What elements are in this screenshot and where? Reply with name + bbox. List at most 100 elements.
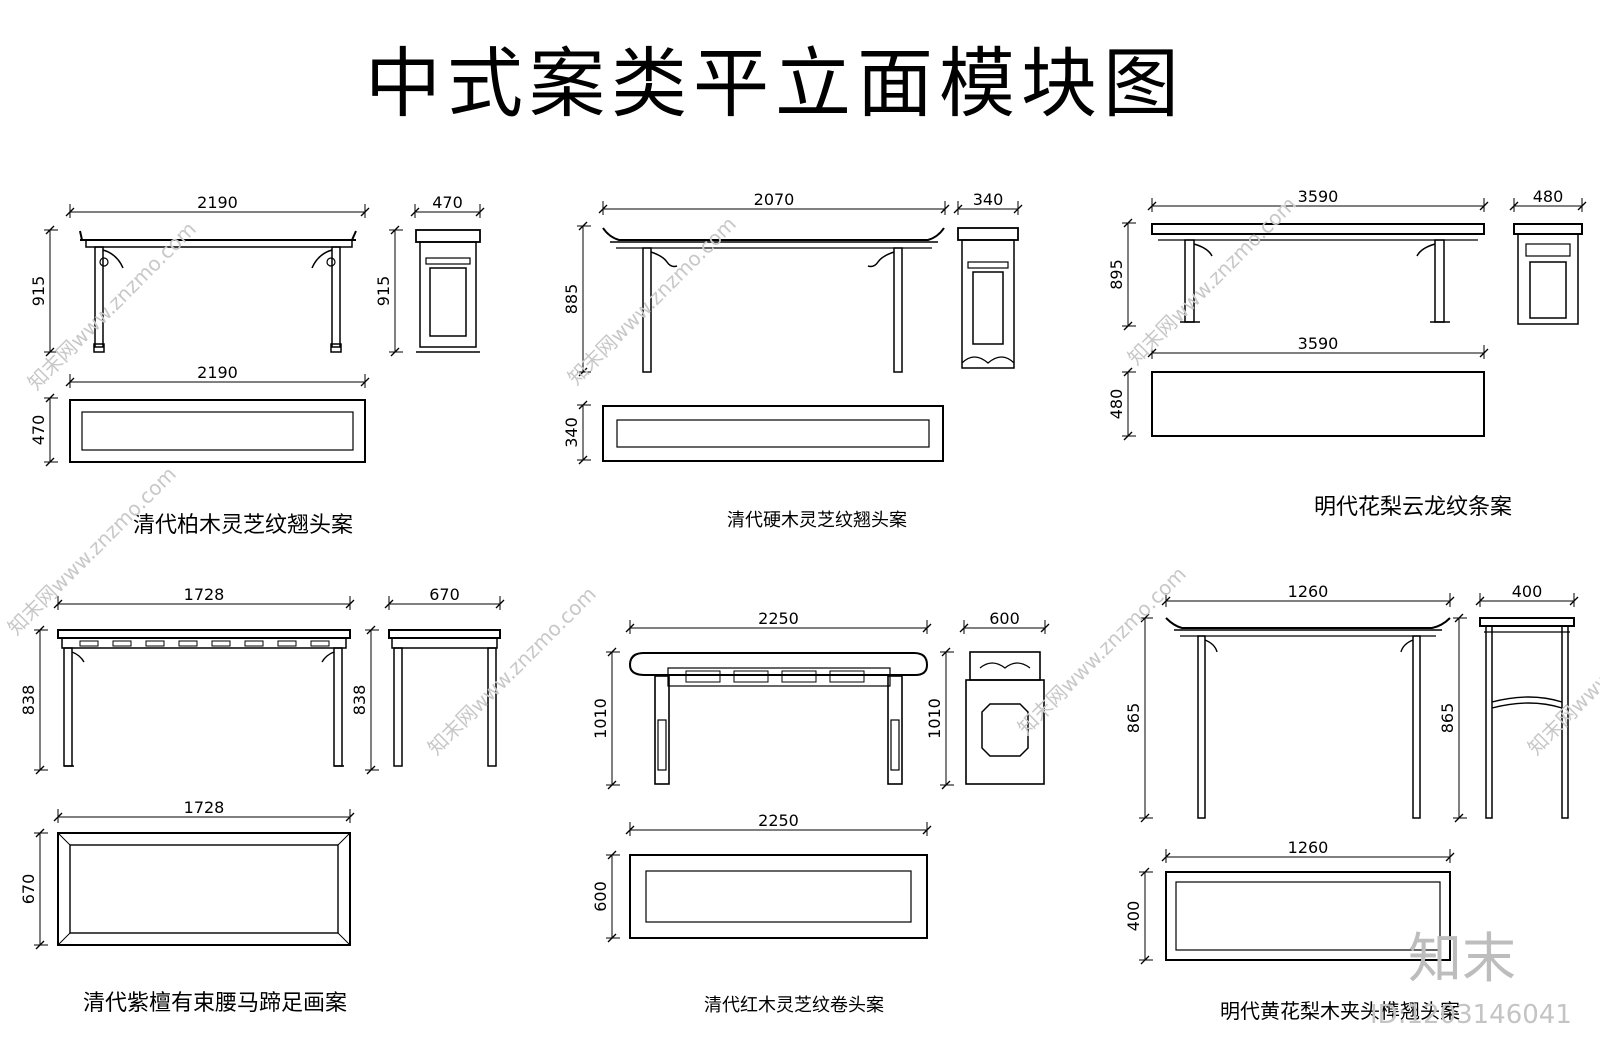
dimension-tick [410, 207, 420, 217]
dimension-tick [1013, 204, 1023, 214]
plan-inner [645, 870, 912, 923]
side-skirt [961, 356, 1015, 364]
side-frame [1517, 233, 1579, 325]
plan-miter [337, 832, 351, 846]
table-apron [85, 239, 353, 248]
dimension-label: 865 [1438, 703, 1457, 734]
dimension-tick [390, 347, 400, 357]
carved-spandrel [1204, 639, 1414, 653]
waist-carving [310, 640, 330, 647]
carved-spandrel [650, 251, 895, 268]
dimension-tick [598, 204, 608, 214]
table-leg [893, 247, 903, 373]
dimension-label: 470 [432, 193, 463, 212]
dimension-tick [607, 780, 617, 790]
dimension-tick [35, 940, 45, 950]
dimension-tick [45, 393, 55, 403]
dimension-tick [922, 825, 932, 835]
caption-panel-4: 清代紫檀有束腰马蹄足画案 [83, 991, 348, 1016]
waist-carving [79, 640, 99, 647]
dimension-tick [390, 225, 400, 235]
dimension-tick [65, 377, 75, 387]
dimension-tick [1140, 613, 1150, 623]
caption-panel-5: 清代红木灵芝纹卷头案 [704, 995, 884, 1016]
leg-foot [330, 343, 342, 353]
side-top [1479, 617, 1575, 627]
dimension-label: 1010 [925, 698, 944, 739]
dimension-tick [1454, 813, 1464, 823]
dimension-label: 1728 [184, 798, 225, 817]
dimension-tick [941, 780, 951, 790]
dimension-label: 1260 [1288, 838, 1329, 857]
fret-pattern [685, 670, 721, 683]
dimension-label: 670 [19, 874, 38, 905]
caption-panel-3: 明代花梨云龙纹条案 [1314, 495, 1513, 520]
side-frame [965, 679, 1045, 785]
dimension-tick [65, 207, 75, 217]
dimension-tick [1140, 955, 1150, 965]
dimension-tick [1147, 201, 1157, 211]
table-top [602, 227, 945, 241]
dimension-label: 3590 [1298, 334, 1339, 353]
plan-outline [69, 399, 366, 463]
plan-outline [1165, 871, 1451, 961]
table-leg [331, 246, 341, 348]
table-leg [1197, 635, 1206, 819]
dimension-tick [366, 765, 376, 775]
table-leg [487, 647, 497, 767]
side-frame [419, 241, 477, 348]
page-title: 中式案类平立面模块图 [365, 39, 1185, 128]
dimension-tick [578, 221, 588, 231]
table-apron [61, 637, 347, 649]
dimension-tick [1140, 813, 1150, 823]
dimension-label: 915 [29, 276, 48, 307]
waist-carving [244, 640, 264, 647]
plan-inner [69, 844, 339, 934]
side-panel [429, 267, 467, 337]
dimension-tick [953, 204, 963, 214]
side-top [415, 229, 481, 243]
table-leg [393, 647, 403, 767]
dimension-label: 885 [562, 284, 581, 315]
dimension-label: 2190 [197, 363, 238, 382]
table-leg [654, 675, 670, 785]
side-top-panel [969, 651, 1041, 681]
dimension-tick [1445, 852, 1455, 862]
dimension-tick [45, 457, 55, 467]
dimension-label: 915 [374, 276, 393, 307]
dimension-tick [941, 647, 951, 657]
dimension-tick [53, 812, 63, 822]
dimension-label: 400 [1512, 582, 1543, 601]
plan-miter [337, 932, 351, 946]
dimension-tick [35, 828, 45, 838]
dimension-tick [1479, 201, 1489, 211]
dimension-tick [607, 933, 617, 943]
dimension-tick [1123, 321, 1133, 331]
dimension-label: 480 [1533, 187, 1564, 206]
dimension-label: 400 [1124, 901, 1143, 932]
fret-pattern [781, 670, 817, 683]
table-leg [1561, 625, 1569, 819]
lingzhi-motif [979, 662, 1031, 669]
table-apron [667, 667, 891, 687]
side-top [1513, 223, 1583, 235]
table-top [79, 230, 357, 241]
fret-pattern [829, 670, 865, 683]
table-leg [1412, 635, 1421, 819]
waist-carving [211, 640, 231, 647]
caption-panel-2: 清代硬木灵芝纹翘头案 [727, 510, 907, 531]
dimension-tick [959, 623, 969, 633]
plan-miter [57, 932, 71, 946]
table-top [1151, 223, 1485, 235]
dimension-tick [578, 455, 588, 465]
dimension-label: 838 [19, 685, 38, 716]
dimension-tick [1140, 867, 1150, 877]
dimension-tick [1123, 431, 1133, 441]
table-leg [63, 647, 73, 767]
dimension-tick [366, 625, 376, 635]
dimension-label: 470 [29, 415, 48, 446]
dimension-tick [940, 204, 950, 214]
side-rail [1525, 243, 1571, 257]
dimension-tick [35, 625, 45, 635]
table-leg [887, 675, 903, 785]
